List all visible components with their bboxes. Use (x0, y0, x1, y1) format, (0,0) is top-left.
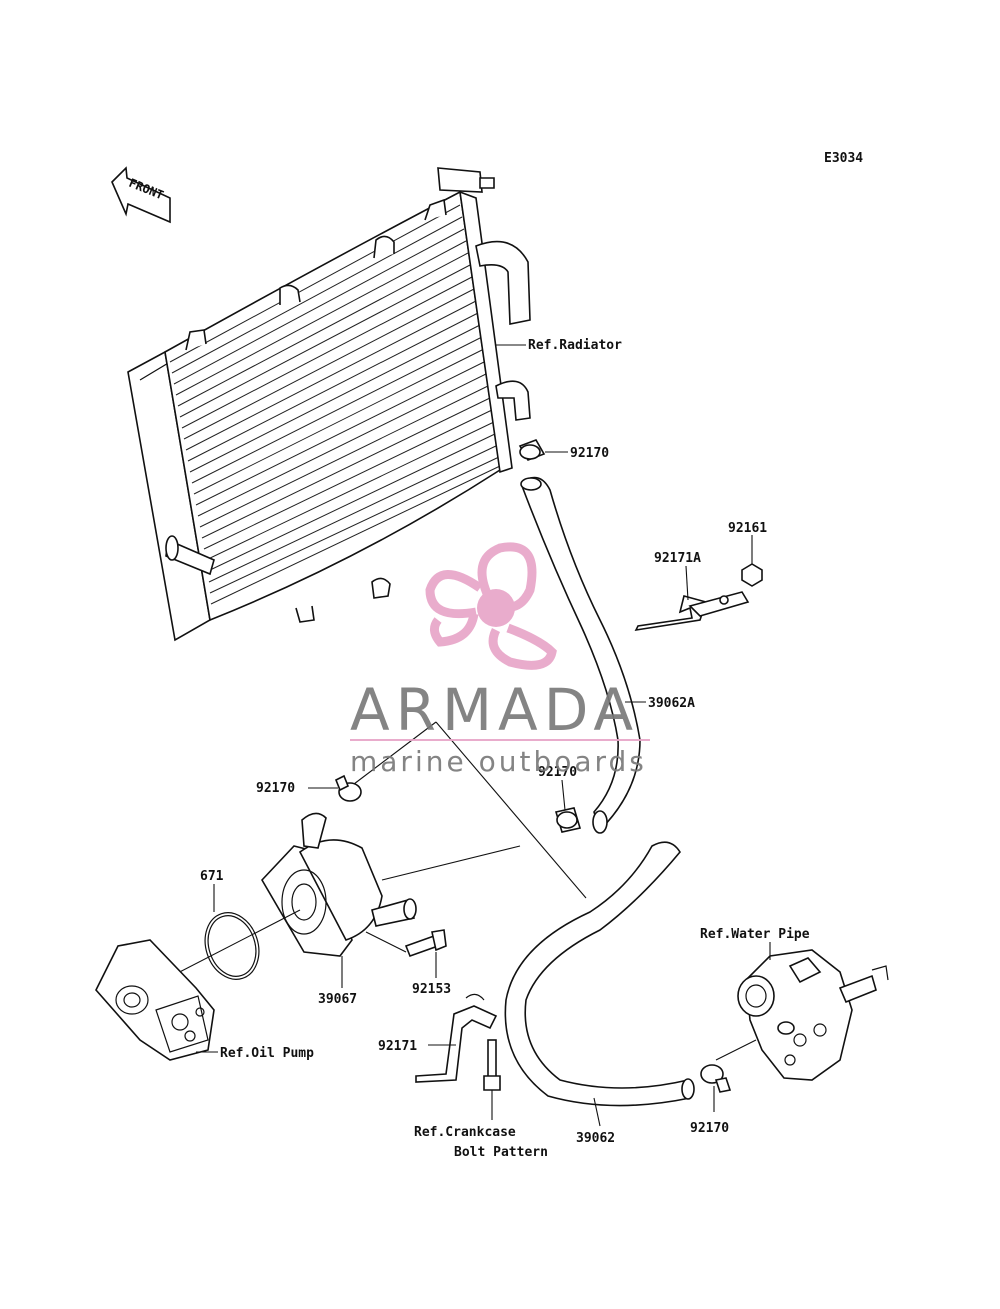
o-ring-671 (204, 912, 260, 980)
watermark-tagline: marine outboards (350, 745, 647, 778)
label-92171: 92171 (378, 1039, 417, 1054)
bracket-92171 (415, 993, 498, 1083)
label-ref-oil-pump: Ref.Oil Pump (220, 1046, 314, 1061)
label-92170-mid: 92170 (538, 765, 577, 780)
label-92153: 92153 (412, 982, 451, 997)
bolt-92153 (404, 929, 447, 958)
label-92170-top: 92170 (570, 446, 609, 461)
nut-92161 (741, 563, 763, 587)
watermark: ARMADA marine outboards (350, 542, 650, 778)
label-92171a: 92171A (654, 551, 701, 566)
label-39067: 39067 (318, 992, 357, 1007)
label-92170-bottom: 92170 (690, 1121, 729, 1136)
front-arrow-icon: FRONT (111, 166, 171, 224)
crankcase-bolt (483, 1039, 501, 1091)
label-92161: 92161 (728, 521, 767, 536)
diagram-code: E3034 (824, 151, 863, 166)
clamp-92170-left (334, 774, 362, 802)
radiator-fins (169, 204, 501, 605)
label-ref-crankcase-2: Bolt Pattern (454, 1145, 548, 1160)
clamp-92170-mid (554, 807, 582, 833)
clamp-92170-top (518, 439, 546, 461)
clamp-92170-bottom (700, 1064, 732, 1093)
label-92170-left: 92170 (256, 781, 295, 796)
label-ref-radiator: Ref.Radiator (528, 338, 622, 353)
propeller-logo-icon (425, 542, 557, 670)
water-pump-ref (737, 949, 889, 1081)
bracket-92171a (634, 591, 750, 632)
hose-39062a (520, 476, 641, 834)
hose-39062 (504, 841, 695, 1107)
label-ref-crankcase-1: Ref.Crankcase (414, 1125, 516, 1140)
radiator-drawing (127, 167, 531, 642)
label-ref-water-pipe: Ref.Water Pipe (700, 927, 810, 942)
oil-pump-ref (95, 939, 215, 1061)
watermark-brand: ARMADA (350, 676, 639, 744)
label-671: 671 (200, 869, 224, 884)
label-39062a: 39062A (648, 696, 695, 711)
oil-cooler-39067 (261, 812, 417, 957)
label-39062: 39062 (576, 1131, 615, 1146)
